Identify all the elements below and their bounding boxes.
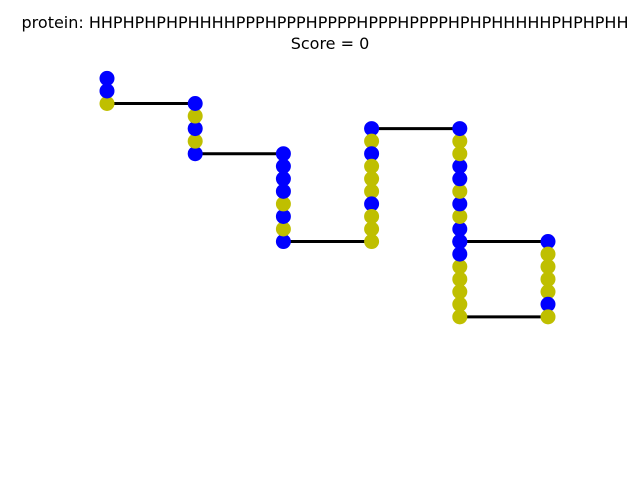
residue-h-marker [275, 146, 291, 162]
residue-p-marker [452, 208, 468, 224]
residue-p-marker [275, 196, 291, 212]
residue-h-marker [540, 296, 556, 312]
residue-p-marker [364, 208, 380, 224]
bond-layer [107, 102, 548, 319]
residue-p-marker [452, 309, 468, 325]
residue-p-marker [452, 146, 468, 162]
residue-p-marker [452, 296, 468, 312]
residue-h-marker [452, 171, 468, 187]
residue-p-marker [364, 221, 380, 237]
residue-h-marker [452, 221, 468, 237]
residue-h-marker [187, 146, 203, 162]
residue-h-marker [452, 246, 468, 262]
residue-h-marker [452, 158, 468, 174]
residue-p-marker [187, 108, 203, 124]
residue-h-marker [275, 171, 291, 187]
residue-p-marker [364, 171, 380, 187]
residue-h-marker [540, 234, 556, 250]
residue-p-marker [452, 259, 468, 275]
residue-p-marker [364, 234, 380, 250]
residue-p-marker [364, 133, 380, 149]
residue-p-marker [187, 133, 203, 149]
residue-p-marker [364, 158, 380, 174]
residue-p-marker [540, 246, 556, 262]
residue-p-marker [452, 133, 468, 149]
residue-h-marker [275, 234, 291, 250]
residue-h-marker [364, 121, 380, 137]
residue-p-marker [364, 183, 380, 199]
residue-p-marker [540, 309, 556, 325]
residue-p-marker [452, 284, 468, 300]
residue-h-marker [452, 196, 468, 212]
residue-h-marker [275, 208, 291, 224]
residue-h-marker [364, 146, 380, 162]
residue-h-marker [187, 121, 203, 137]
residue-p-marker [540, 259, 556, 275]
residue-p-marker [452, 271, 468, 287]
residue-h-marker [452, 121, 468, 137]
residue-h-marker [187, 96, 203, 111]
residue-h-marker [99, 70, 115, 86]
residue-p-marker [452, 183, 468, 199]
residue-p-marker [540, 284, 556, 300]
residue-h-marker [364, 196, 380, 212]
residue-h-marker [275, 158, 291, 174]
residue-p-marker [99, 96, 115, 111]
residue-p-marker [275, 221, 291, 237]
residue-h-marker [275, 183, 291, 199]
residue-p-marker [540, 271, 556, 287]
residue-h-marker [452, 234, 468, 250]
protein-sequence-title: protein: HHPHPHPHPHHHHPPPHPPPHPPPPHPPPHP… [22, 13, 629, 32]
residue-layer [99, 70, 556, 325]
score-label: Score = 0 [291, 34, 370, 53]
residue-h-marker [99, 83, 115, 99]
